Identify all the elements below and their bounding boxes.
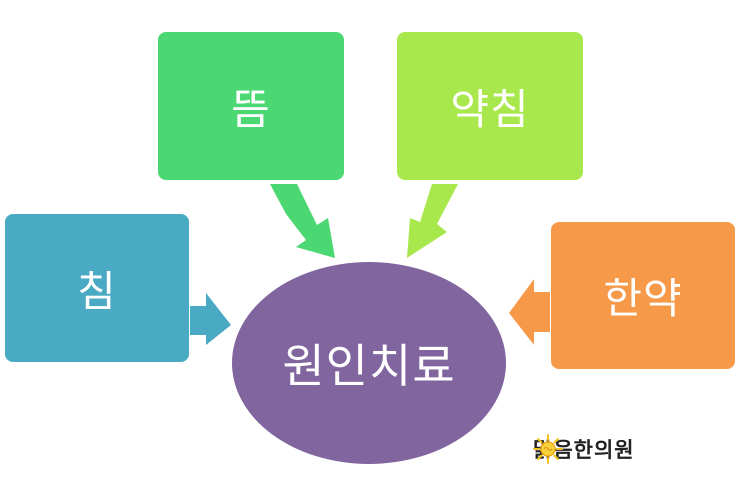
node-yakchim-label: 약침 <box>450 84 530 134</box>
node-tteum: 뜸 <box>158 32 344 180</box>
arrow-tteum <box>270 184 335 258</box>
center-node-label: 원인치료 <box>282 339 456 393</box>
center-node: 원인치료 <box>232 262 506 464</box>
node-chim-label: 침 <box>77 266 117 316</box>
brand-logo: 맑음한의원 <box>533 434 635 464</box>
node-chim: 침 <box>5 214 189 362</box>
node-hanyak-label: 한약 <box>603 274 683 323</box>
node-hanyak: 한약 <box>551 222 735 369</box>
arrow-yakchim <box>407 184 458 258</box>
node-yakchim: 약침 <box>397 32 583 180</box>
sun-icon <box>533 434 563 464</box>
arrow-hanyak <box>509 279 550 345</box>
node-tteum-label: 뜸 <box>231 84 271 134</box>
arrow-chim <box>190 293 231 345</box>
